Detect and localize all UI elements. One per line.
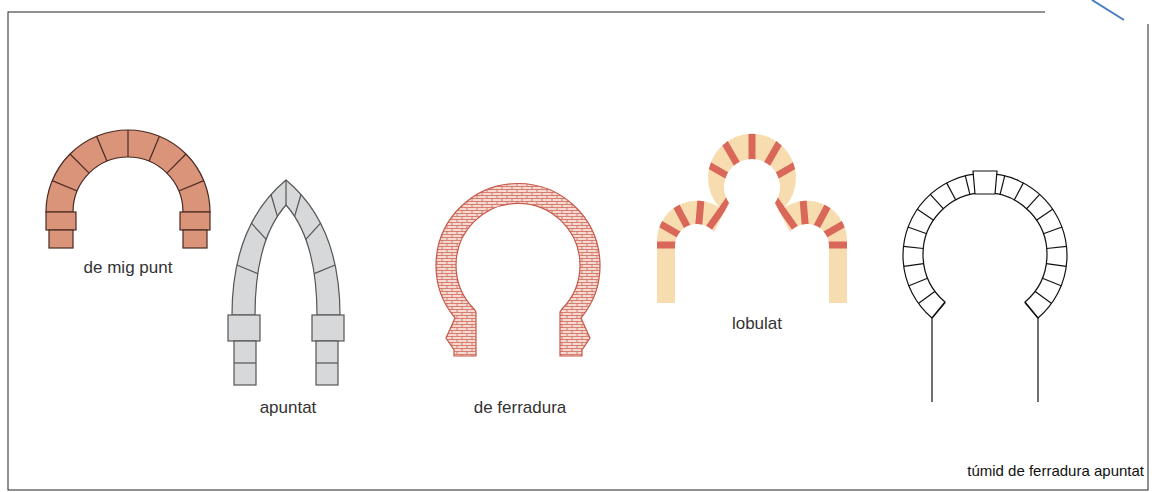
arch-label: apuntat	[260, 398, 317, 418]
arch-label: de ferradura	[474, 398, 567, 418]
voussoir-joint	[271, 195, 277, 217]
voussoir-joint	[909, 278, 928, 286]
voussoir-joint	[70, 154, 89, 173]
voussoir-joint	[285, 180, 286, 205]
voussoir-joint	[761, 155, 813, 185]
voussoir-joint	[167, 154, 186, 173]
horseshoe-arch	[436, 184, 600, 356]
voussoir-joint	[669, 192, 693, 236]
voussoir-joint	[908, 227, 927, 234]
voussoir-joint	[1043, 227, 1062, 234]
voussoir-joint	[816, 215, 859, 240]
semicircular-arch	[46, 130, 210, 248]
voussoir-joint	[97, 136, 107, 161]
voussoir-joint	[179, 181, 204, 191]
voussoir-joint	[1046, 264, 1066, 267]
voussoir-joint	[295, 195, 301, 217]
voussoir-joint	[314, 265, 335, 274]
lobed-arch	[637, 120, 867, 303]
voussoir-joint	[930, 194, 943, 209]
voussoir-joint	[904, 264, 924, 267]
voussoir-joint	[932, 303, 945, 318]
voussoir-joint	[251, 223, 266, 239]
voussoir-joint	[947, 183, 956, 201]
voussoir-joint	[703, 196, 732, 237]
voussoir-joint	[817, 242, 867, 249]
pointed-arch	[228, 180, 344, 385]
pointed-horseshoe-arch	[903, 171, 1067, 402]
frame	[8, 12, 1148, 490]
voussoir-joint	[917, 209, 934, 220]
voussoir-joint	[1027, 194, 1040, 209]
voussoir-joint	[52, 181, 77, 191]
voussoir-joint	[802, 185, 806, 235]
voussoir-joint	[1035, 291, 1051, 303]
voussoir-joint	[749, 120, 756, 180]
voussoir-joint	[1047, 246, 1067, 248]
voussoir-joint	[1043, 278, 1062, 286]
corner-mark	[1092, 0, 1124, 20]
voussoir-joint	[637, 242, 687, 249]
frame-gap	[1045, 0, 1156, 24]
voussoir-joint	[903, 246, 923, 248]
voussoir-joint	[1000, 175, 1005, 194]
voussoir-joint	[965, 175, 970, 194]
voussoir-joint	[149, 136, 159, 161]
voussoir-joint	[1014, 183, 1023, 201]
voussoir-joint	[919, 291, 935, 303]
arch-label: de mig punt	[84, 258, 173, 278]
voussoir-joint	[773, 196, 802, 237]
voussoir-joint	[127, 130, 128, 157]
voussoir-joint	[717, 129, 747, 181]
voussoir-joint	[1036, 209, 1053, 220]
voussoir-joint	[698, 185, 702, 235]
voussoir-joint	[306, 223, 321, 239]
voussoir-joint	[237, 265, 258, 274]
arch-label: lobulat	[732, 314, 782, 334]
voussoir-joint	[1025, 303, 1038, 318]
arch-label: túmid de ferradura apuntat	[967, 462, 1144, 480]
